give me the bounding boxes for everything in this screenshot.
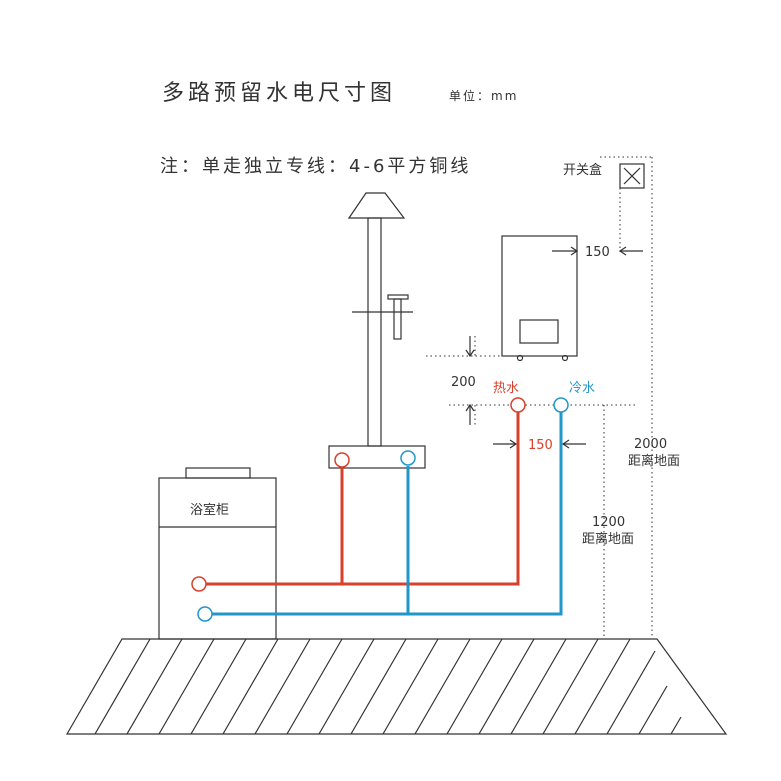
dim-switch-height-desc: 距离地面 xyxy=(628,453,680,469)
diagram-title: 多路预留水电尺寸图 xyxy=(162,81,396,106)
water-heater xyxy=(501,235,578,362)
dim-outlet-height: 1200 xyxy=(592,515,625,530)
switch-box-label: 开关盒 xyxy=(563,162,602,178)
reference-lines xyxy=(426,156,653,639)
dim-heater-offset: 150 xyxy=(585,245,610,260)
floor-hatch xyxy=(65,638,728,735)
dim-outlet-gap: 200 xyxy=(451,375,476,390)
dim-outlet-height-desc: 距离地面 xyxy=(582,531,634,547)
shower-column xyxy=(328,192,426,469)
hot-water-label: 热水 xyxy=(493,381,519,396)
dim-switch-height: 2000 xyxy=(634,437,667,452)
hot-water-pipe xyxy=(191,397,526,592)
bathroom-cabinet: 浴室柜 xyxy=(158,467,277,640)
cold-water-label: 冷水 xyxy=(569,381,595,396)
dimension-marks: 150 200 150 2000 距离地面 1200 距离地面 xyxy=(451,245,680,547)
note-text: 注：单走独立专线：4-6平方铜线 xyxy=(160,156,471,177)
unit-label: 单位：mm xyxy=(449,88,518,103)
switch-box: 开关盒 xyxy=(563,162,645,189)
cabinet-label: 浴室柜 xyxy=(190,502,229,518)
cold-water-pipe xyxy=(197,397,569,622)
dim-pipe-spacing: 150 xyxy=(528,438,553,453)
